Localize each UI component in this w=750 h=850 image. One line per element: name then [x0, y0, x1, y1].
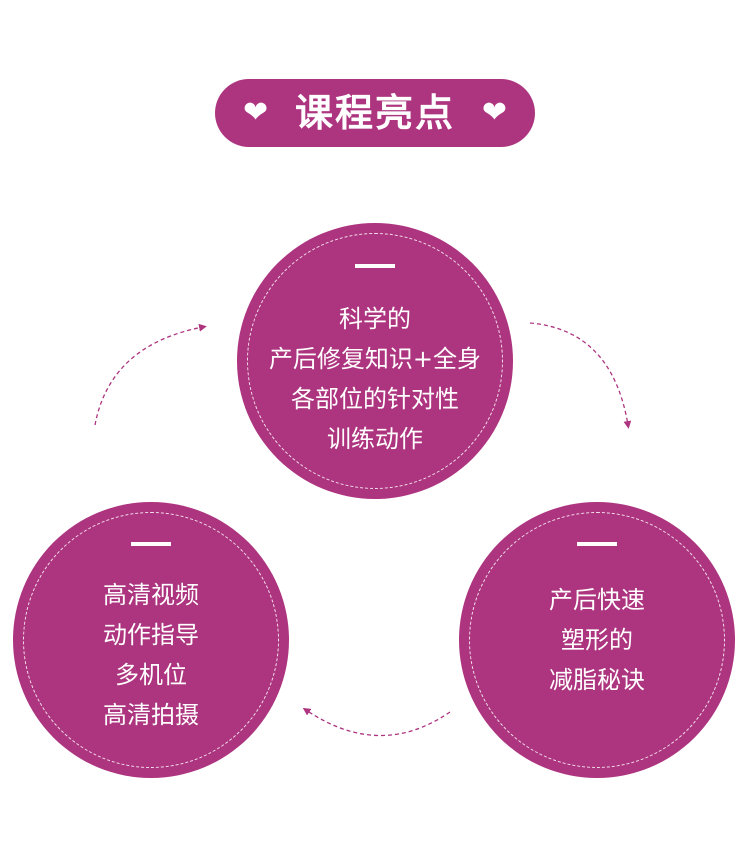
- dashed-ring: [247, 233, 503, 489]
- circle-text: 产后快速 塑形的 减脂秘诀: [459, 580, 735, 700]
- heart-icon: ❤: [481, 95, 507, 130]
- circle-line: 各部位的针对性: [291, 385, 459, 413]
- circle-line: 高清拍摄: [103, 701, 199, 729]
- circle-line: 训练动作: [327, 425, 423, 453]
- divider-bar: [355, 264, 395, 268]
- divider-bar: [131, 542, 171, 546]
- arrow-left-to-top: [94, 323, 207, 426]
- circle-line: 科学的: [339, 305, 411, 333]
- dashed-ring: [469, 512, 725, 768]
- arrow-right-to-left: [302, 707, 451, 737]
- circle-line: 多机位: [115, 661, 187, 689]
- highlight-circle-shaping: 产后快速 塑形的 减脂秘诀: [459, 502, 735, 778]
- circle-text: 高清视频 动作指导 多机位 高清拍摄: [13, 575, 289, 735]
- divider-bar: [577, 542, 617, 546]
- circle-line: 减脂秘诀: [549, 666, 645, 694]
- arrow-top-to-right: [529, 322, 632, 429]
- highlight-circle-video: 高清视频 动作指导 多机位 高清拍摄: [13, 502, 289, 778]
- page-title: 课程亮点: [294, 91, 455, 135]
- circle-line: 产后修复知识+全身: [268, 345, 482, 373]
- circle-line: 塑形的: [561, 626, 633, 654]
- circle-line: 产后快速: [549, 586, 645, 614]
- title-banner: ❤ 课程亮点 ❤: [215, 79, 535, 147]
- circle-line: 高清视频: [103, 581, 199, 609]
- dashed-ring: [23, 512, 279, 768]
- circle-text: 科学的 产后修复知识+全身 各部位的针对性 训练动作: [237, 299, 513, 459]
- highlight-circle-knowledge: 科学的 产后修复知识+全身 各部位的针对性 训练动作: [237, 223, 513, 499]
- heart-icon: ❤: [243, 95, 269, 130]
- circle-line: 动作指导: [103, 621, 199, 649]
